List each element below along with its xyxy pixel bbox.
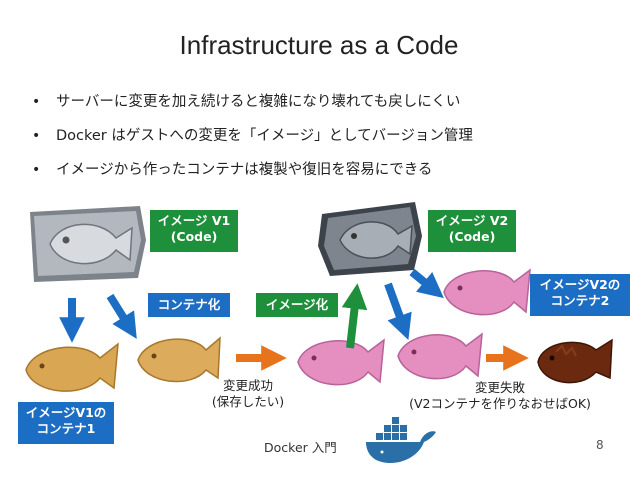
taiyaki-pink-1-image (297, 338, 385, 386)
footer-text: Docker 入門 (264, 440, 337, 455)
containerize-label: コンテナ化 (148, 293, 230, 317)
v1-container1-label: イメージV1の コンテナ1 (18, 402, 114, 444)
image-v2-label: イメージ V2 (Code) (428, 210, 516, 252)
v2-container2-line1: イメージV2の (539, 277, 621, 292)
image-v1-line1: イメージ V1 (157, 213, 231, 228)
change-failure-line1: 変更失敗 (474, 380, 525, 395)
taiyaki-mold-v2-image (318, 202, 422, 276)
slide-title: Infrastructure as a Code (179, 30, 459, 60)
bullet-3: • イメージから作ったコンテナは複製や復旧を容易にできる (32, 158, 432, 179)
bullet-1: • サーバーに変更を加え続けると複雑になり壊れても戻しにくい (32, 90, 460, 111)
change-success-line1: 変更成功 (222, 378, 273, 393)
taiyaki-burnt-image (537, 338, 613, 384)
bullet-text: Docker はゲストへの変更を「イメージ」としてバージョン管理 (56, 128, 473, 144)
image-v1-label: イメージ V1 (Code) (150, 210, 238, 252)
containerize-text: コンテナ化 (157, 297, 221, 312)
change-failure-caption: 変更失敗 (V2コンテナを作りなおせばOK) (390, 380, 610, 412)
bullet-marker: • (32, 94, 41, 110)
bullet-text: サーバーに変更を加え続けると複雑になり壊れても戻しにくい (56, 94, 461, 110)
imagize-label: イメージ化 (256, 293, 338, 317)
image-v1-line2: (Code) (170, 229, 218, 244)
v2-container2-label: イメージV2の コンテナ2 (530, 274, 630, 316)
bullet-2: • Docker はゲストへの変更を「イメージ」としてバージョン管理 (32, 124, 473, 145)
taiyaki-pink-3-image (443, 268, 531, 316)
v1-container1-line2: コンテナ1 (36, 421, 96, 436)
arrow-diag-3 (409, 268, 444, 299)
image-v2-line2: (Code) (448, 229, 496, 244)
image-v2-line1: イメージ V2 (435, 213, 509, 228)
change-success-caption: 変更成功 (保存したい) (188, 378, 308, 410)
bullet-marker: • (32, 162, 41, 178)
bullet-marker: • (32, 128, 41, 144)
arrow-up-imagize (341, 283, 368, 349)
imagize-text: イメージ化 (265, 297, 329, 312)
taiyaki-pink-2-image (397, 332, 483, 380)
page-number: 8 (596, 438, 604, 452)
arrow-diag-2 (384, 282, 412, 341)
taiyaki-mold-v1-image (30, 206, 146, 282)
change-failure-line2: (V2コンテナを作りなおせばOK) (409, 396, 591, 411)
arrow-diag-1 (106, 293, 137, 339)
bullet-text: イメージから作ったコンテナは複製や復旧を容易にできる (56, 162, 433, 178)
change-success-line2: (保存したい) (211, 394, 285, 409)
v2-container2-line2: コンテナ2 (550, 293, 610, 308)
docker-whale-icon (366, 417, 436, 464)
v1-container1-line1: イメージV1の (25, 405, 107, 420)
taiyaki-gold-2-image (137, 336, 221, 383)
taiyaki-gold-1-image (25, 342, 119, 392)
